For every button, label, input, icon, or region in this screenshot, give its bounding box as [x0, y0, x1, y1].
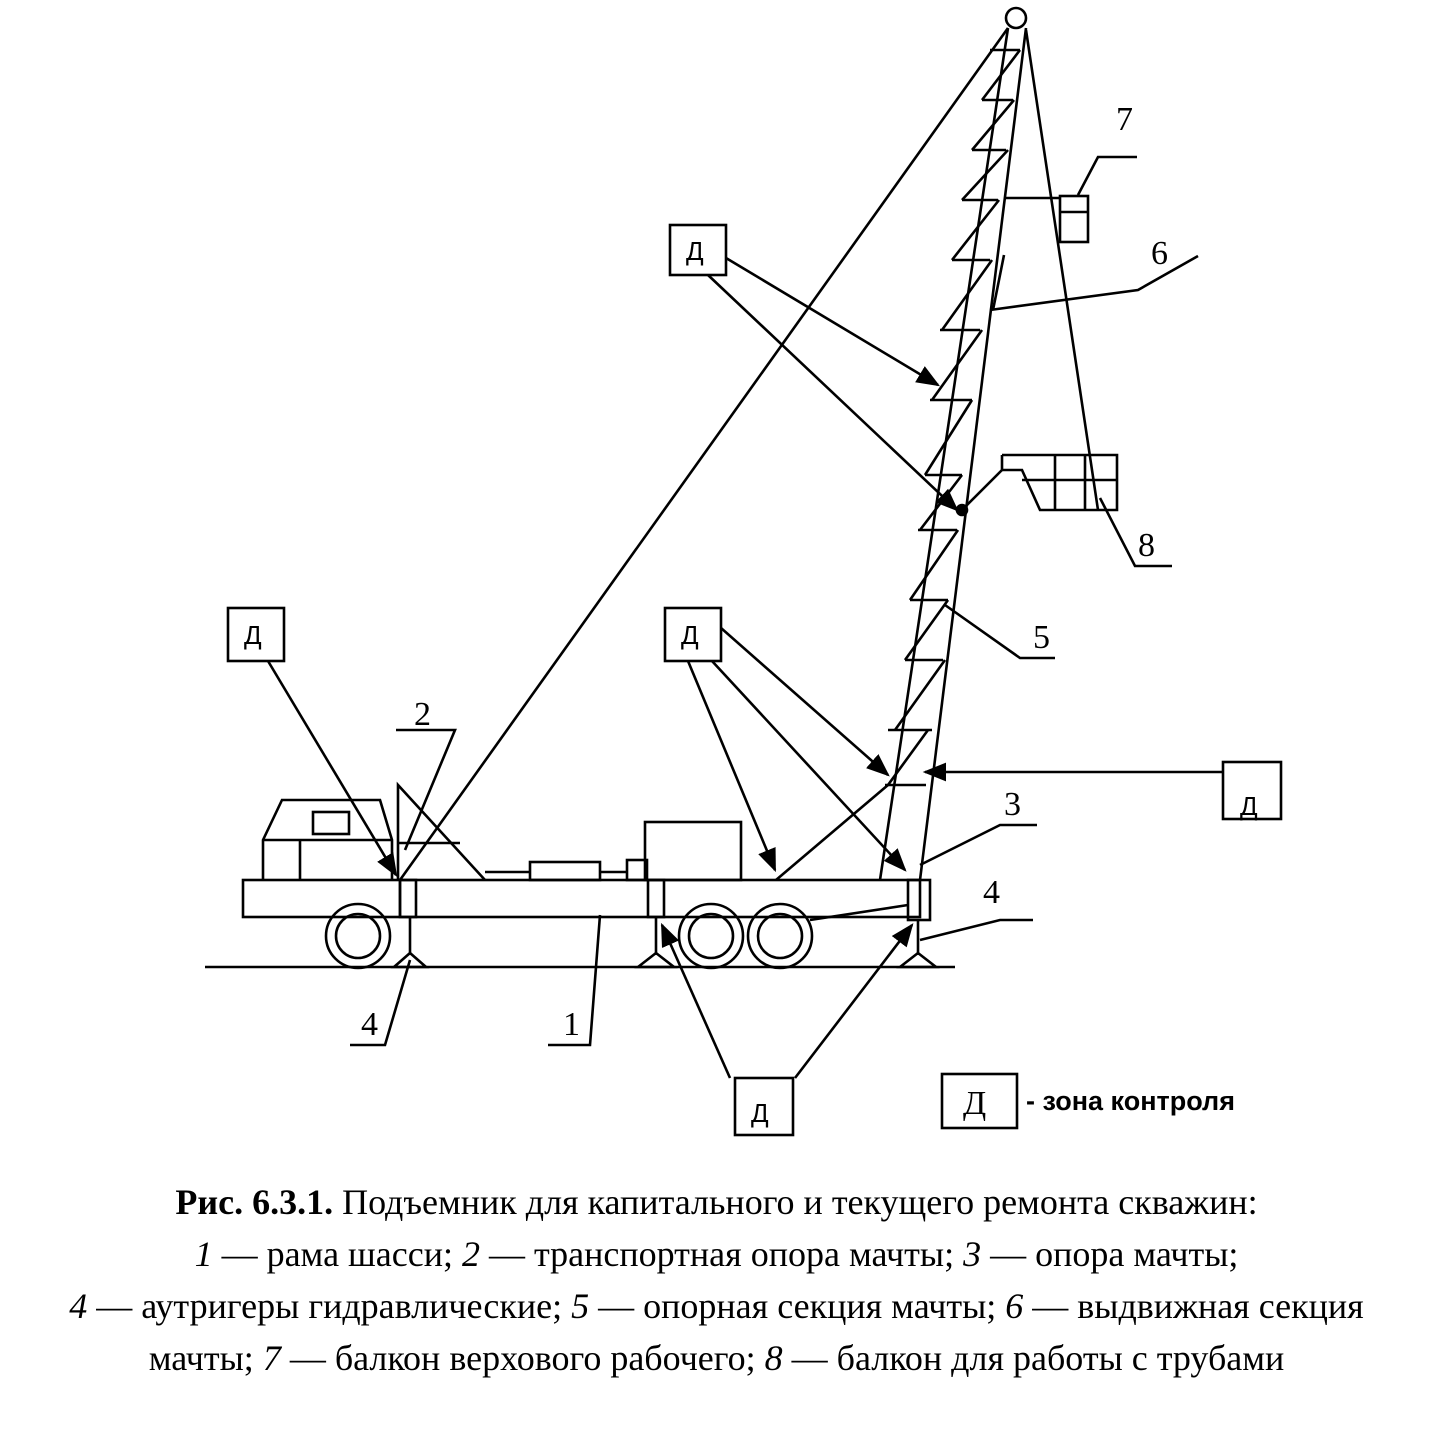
front-wheel [324, 902, 392, 970]
callout-3: 3 [1004, 786, 1021, 823]
outrigger-rear [896, 878, 940, 969]
deck-equipment [485, 820, 743, 882]
callout-1: 1 [563, 1006, 580, 1043]
rear-wheel-2 [746, 902, 814, 970]
svg-text:Д: Д [244, 620, 262, 650]
callout-4-right: 4 [983, 874, 1000, 911]
figure-caption: Рис. 6.3.1. Подъемник для капитального и… [69, 1182, 1364, 1378]
callout-leaders [350, 155, 1199, 1047]
callout-8: 8 [1138, 527, 1155, 564]
mast [878, 27, 1028, 881]
control-zone-box-middle: Д [663, 606, 723, 663]
lift-diagram: Д Д Д Д Д Д 1 2 3 4 4 5 6 7 8 [205, 6, 1283, 1137]
control-zone-box-top: Д [668, 223, 728, 277]
svg-text:Д: Д [751, 1098, 769, 1128]
svg-text:Д: Д [1240, 791, 1258, 821]
figure-label: Рис. 6.3.1. [175, 1182, 334, 1222]
rear-wheel-1 [677, 902, 745, 970]
crown-block [1004, 6, 1028, 30]
outrigger-middle [634, 878, 678, 969]
control-zone-box-left: Д [226, 606, 286, 663]
svg-text:Д: Д [681, 620, 699, 650]
outrigger-front [390, 878, 430, 969]
guy-lines [398, 27, 1100, 881]
truck-cab [261, 798, 394, 880]
chassis-frame [241, 878, 922, 919]
callout-4-left: 4 [361, 1006, 378, 1043]
control-zone-arrows [266, 256, 1223, 1079]
svg-text:Д: Д [686, 236, 704, 266]
callout-2: 2 [414, 696, 431, 733]
legend-text: - зона контроля [1026, 1086, 1235, 1116]
callout-5: 5 [1033, 619, 1050, 656]
upper-worker-balcony [1004, 194, 1090, 244]
pipe-balcony [955, 453, 1119, 517]
control-zone-box-right: Д [1221, 760, 1283, 821]
control-zone-box-bottom: Д [733, 1076, 795, 1137]
svg-text:Д: Д [963, 1085, 986, 1122]
figure-title: Подъемник для капитального и текущего ре… [342, 1182, 1258, 1222]
legend-box: Д [940, 1072, 1019, 1130]
callout-6: 6 [1151, 235, 1168, 272]
callout-7: 7 [1116, 101, 1133, 138]
